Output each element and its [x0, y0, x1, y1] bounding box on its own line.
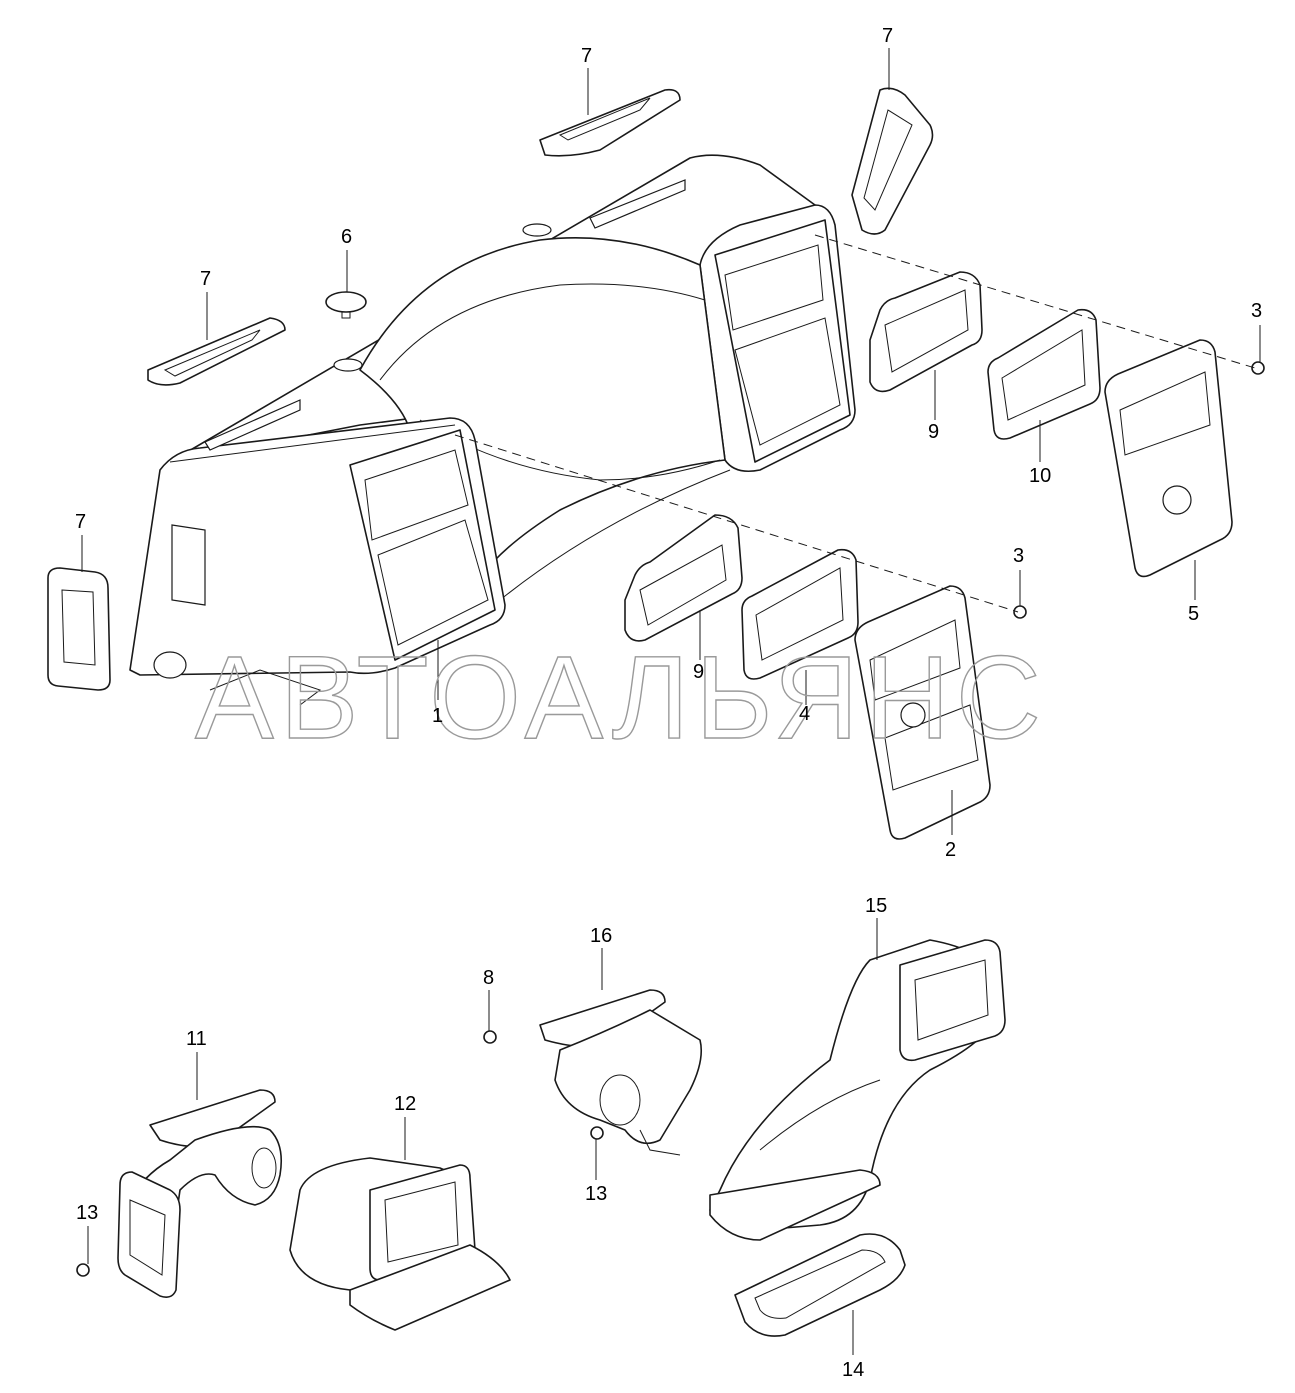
air-duct-15 — [709, 939, 1006, 1241]
screw-3-lower — [1013, 605, 1027, 619]
gasket-9-left — [624, 514, 743, 642]
callout-3-lower: 3 — [1013, 545, 1024, 567]
air-duct-12 — [289, 1157, 511, 1331]
callout-14: 14 — [842, 1359, 864, 1381]
cover-plate-2 — [854, 585, 991, 840]
callout-15: 15 — [865, 895, 887, 917]
watermark-text: АВТОАЛЬЯНС — [195, 632, 1047, 764]
callout-5: 5 — [1188, 603, 1199, 625]
screw-13-left — [76, 1263, 90, 1277]
screw-3-upper — [1251, 361, 1265, 375]
callout-7-far-left: 7 — [75, 511, 86, 533]
alignment-line-lower — [454, 434, 1019, 613]
gasket-9-right — [869, 271, 983, 393]
callout-7-top-right: 7 — [882, 25, 893, 47]
cap-6 — [325, 291, 367, 319]
air-duct-11 — [117, 1089, 283, 1298]
main-duct-housing — [129, 154, 856, 706]
gasket-14 — [734, 1233, 906, 1337]
callout-labels: 1 2 3 3 4 5 6 7 7 7 7 8 9 9 10 11 12 13 … — [75, 25, 1262, 1381]
cover-plate-5 — [1104, 339, 1233, 578]
gasket-4 — [741, 548, 859, 680]
callout-6: 6 — [341, 226, 352, 248]
screw-8 — [483, 1030, 497, 1044]
callout-10: 10 — [1029, 465, 1051, 487]
callout-11: 11 — [186, 1028, 207, 1050]
gasket-10 — [987, 308, 1101, 440]
callout-1: 1 — [432, 705, 443, 727]
alignment-line-upper — [814, 234, 1256, 369]
callout-13-left: 13 — [76, 1202, 98, 1224]
callout-9-left: 9 — [693, 661, 704, 683]
gasket-7-top-right — [851, 87, 934, 235]
callout-16: 16 — [590, 925, 612, 947]
air-duct-16 — [539, 989, 703, 1156]
callout-7-top-center: 7 — [581, 45, 592, 67]
callout-8: 8 — [483, 967, 494, 989]
callout-3-upper: 3 — [1251, 300, 1262, 322]
callout-12: 12 — [394, 1093, 416, 1115]
screw-13-center — [590, 1126, 604, 1140]
gasket-7-top-center — [539, 88, 681, 157]
callout-4: 4 — [799, 703, 810, 725]
gasket-7-far-left — [47, 567, 111, 691]
callout-7-left: 7 — [200, 268, 211, 290]
callout-9-right: 9 — [928, 421, 939, 443]
callout-2: 2 — [945, 839, 956, 861]
leader-lines — [81, 48, 1261, 1355]
gasket-7-left — [147, 317, 286, 386]
callout-13-center: 13 — [585, 1183, 607, 1205]
